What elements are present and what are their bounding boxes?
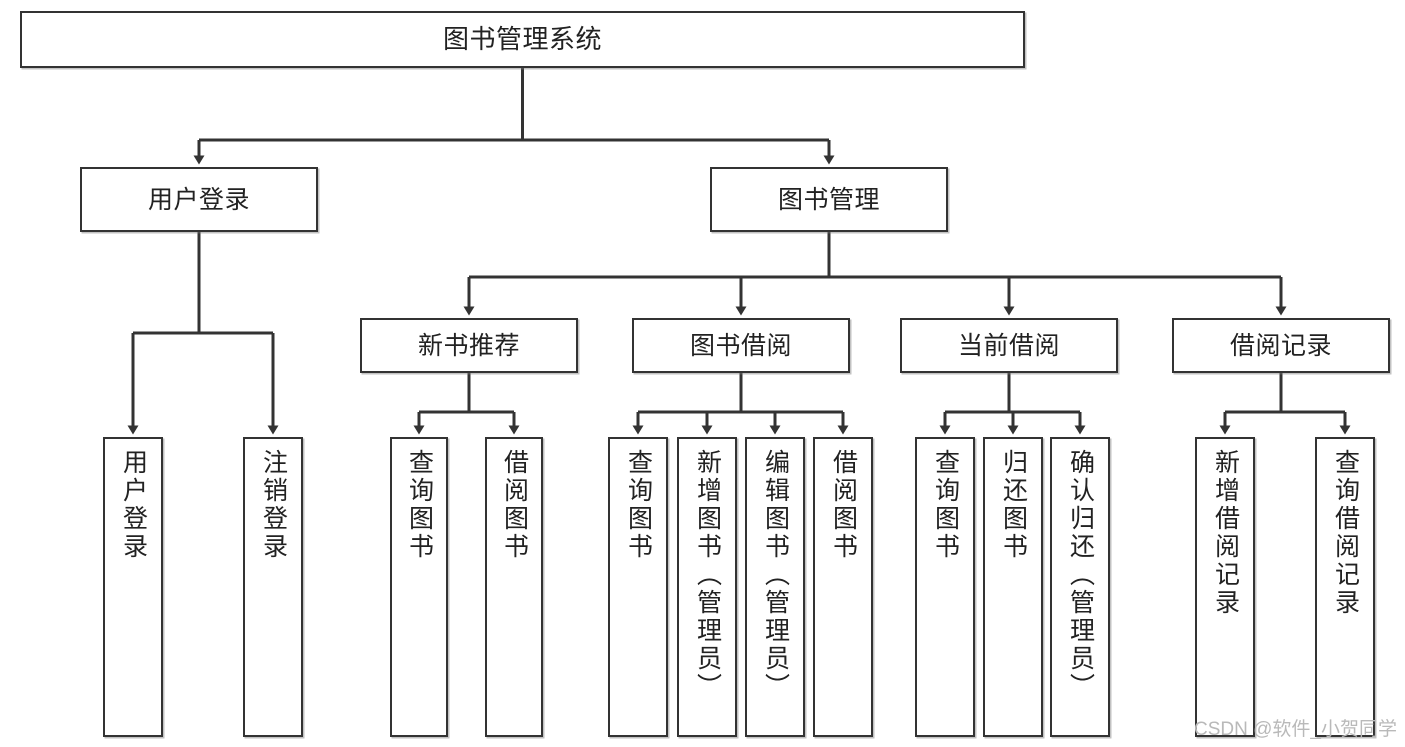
node-new-book-recommend[interactable]: 新书推荐 <box>360 318 578 373</box>
node-label: 图书借阅 <box>689 331 792 360</box>
node-label: 图书管理 <box>777 185 880 214</box>
node-leaf-return-book[interactable]: 归还图书 <box>983 437 1043 737</box>
node-label: 当前借阅 <box>957 331 1060 360</box>
node-leaf-add-book[interactable]: 新增图书（管理员） <box>677 437 737 737</box>
node-leaf-query-book-3[interactable]: 查询图书 <box>915 437 975 737</box>
node-leaf-borrow-book-1[interactable]: 借阅图书 <box>485 437 543 737</box>
node-user-login[interactable]: 用户登录 <box>80 167 318 232</box>
node-current-borrow[interactable]: 当前借阅 <box>900 318 1118 373</box>
node-leaf-query-book-1[interactable]: 查询图书 <box>390 437 448 737</box>
node-label: 查询借阅记录 <box>1331 449 1360 617</box>
node-leaf-query-book-2[interactable]: 查询图书 <box>608 437 668 737</box>
node-label: 借阅图书 <box>500 449 529 561</box>
node-label: 新增图书（管理员） <box>693 449 722 701</box>
node-book-manage[interactable]: 图书管理 <box>710 167 948 232</box>
node-label: 归还图书 <box>999 449 1028 561</box>
node-leaf-add-record[interactable]: 新增借阅记录 <box>1195 437 1255 737</box>
node-label: 查询图书 <box>624 449 653 561</box>
node-borrow-record[interactable]: 借阅记录 <box>1172 318 1390 373</box>
node-leaf-borrow-book-2[interactable]: 借阅图书 <box>813 437 873 737</box>
node-label: 注销登录 <box>259 449 288 561</box>
node-label: 新书推荐 <box>417 331 520 360</box>
node-leaf-logout[interactable]: 注销登录 <box>243 437 303 737</box>
node-label: 用户登录 <box>147 185 250 214</box>
node-leaf-user-login[interactable]: 用户登录 <box>103 437 163 737</box>
node-label: 查询图书 <box>405 449 434 561</box>
node-label: 借阅图书 <box>829 449 858 561</box>
node-label: 借阅记录 <box>1229 331 1332 360</box>
node-book-borrow[interactable]: 图书借阅 <box>632 318 850 373</box>
node-leaf-query-record[interactable]: 查询借阅记录 <box>1315 437 1375 737</box>
node-label: 新增借阅记录 <box>1211 449 1240 617</box>
node-label: 确认归还（管理员） <box>1066 449 1095 701</box>
node-root[interactable]: 图书管理系统 <box>20 11 1025 68</box>
node-label: 编辑图书（管理员） <box>761 449 790 701</box>
node-label: 图书管理系统 <box>442 23 602 54</box>
node-leaf-edit-book[interactable]: 编辑图书（管理员） <box>745 437 805 737</box>
node-leaf-confirm-return[interactable]: 确认归还（管理员） <box>1050 437 1110 737</box>
node-label: 查询图书 <box>931 449 960 561</box>
node-label: 用户登录 <box>119 449 148 561</box>
